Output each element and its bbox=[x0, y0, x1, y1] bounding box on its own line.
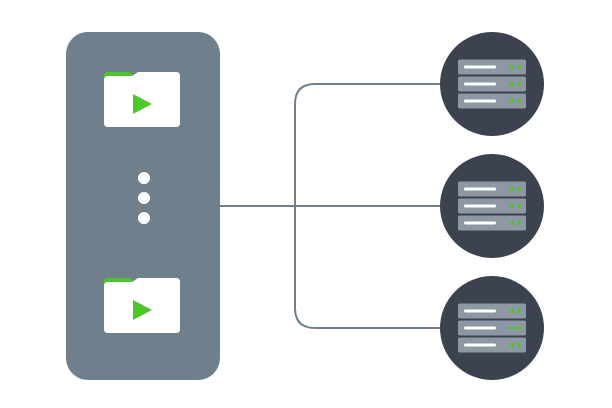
server-unit-slot bbox=[464, 326, 496, 330]
server-stack-icon bbox=[458, 303, 526, 353]
server-led bbox=[510, 187, 514, 191]
server-led bbox=[517, 82, 521, 86]
server-led bbox=[517, 65, 521, 69]
server-unit-slot bbox=[464, 221, 496, 225]
server-led bbox=[517, 343, 521, 347]
ellipsis-dot bbox=[138, 212, 150, 224]
play-icon bbox=[133, 300, 152, 320]
server-led bbox=[517, 309, 521, 313]
server-led bbox=[517, 204, 521, 208]
video-folder-icon bbox=[104, 278, 180, 333]
server-unit-slot bbox=[464, 65, 496, 69]
server-stack-icon bbox=[458, 181, 526, 231]
server-unit-slot bbox=[464, 99, 496, 103]
connector-line-top bbox=[294, 83, 442, 206]
server-led bbox=[510, 309, 514, 313]
server-unit-slot bbox=[464, 309, 496, 313]
server-node bbox=[440, 32, 544, 136]
ellipsis-dot bbox=[138, 172, 150, 184]
connector-lines bbox=[220, 83, 442, 329]
server-led bbox=[517, 187, 521, 191]
server-unit-slot bbox=[464, 82, 496, 86]
server-led bbox=[510, 221, 514, 225]
server-led bbox=[517, 99, 521, 103]
source-panel bbox=[66, 32, 220, 380]
server-led bbox=[517, 221, 521, 225]
server-unit-slot bbox=[464, 187, 496, 191]
ellipsis-dot bbox=[138, 192, 150, 204]
ellipsis-icon bbox=[138, 172, 150, 224]
server-stack-icon bbox=[458, 59, 526, 109]
server-node bbox=[440, 154, 544, 258]
server-led bbox=[510, 82, 514, 86]
server-led bbox=[510, 99, 514, 103]
server-node bbox=[440, 276, 544, 380]
connector-line-bottom bbox=[294, 206, 442, 329]
server-led bbox=[517, 326, 521, 330]
server-unit-slot bbox=[464, 204, 496, 208]
server-led bbox=[510, 65, 514, 69]
server-led bbox=[510, 326, 514, 330]
server-led bbox=[510, 204, 514, 208]
server-led bbox=[510, 343, 514, 347]
server-nodes bbox=[440, 32, 544, 380]
video-folder-icon bbox=[104, 72, 180, 127]
server-unit-slot bbox=[464, 343, 496, 347]
play-icon bbox=[133, 94, 152, 114]
